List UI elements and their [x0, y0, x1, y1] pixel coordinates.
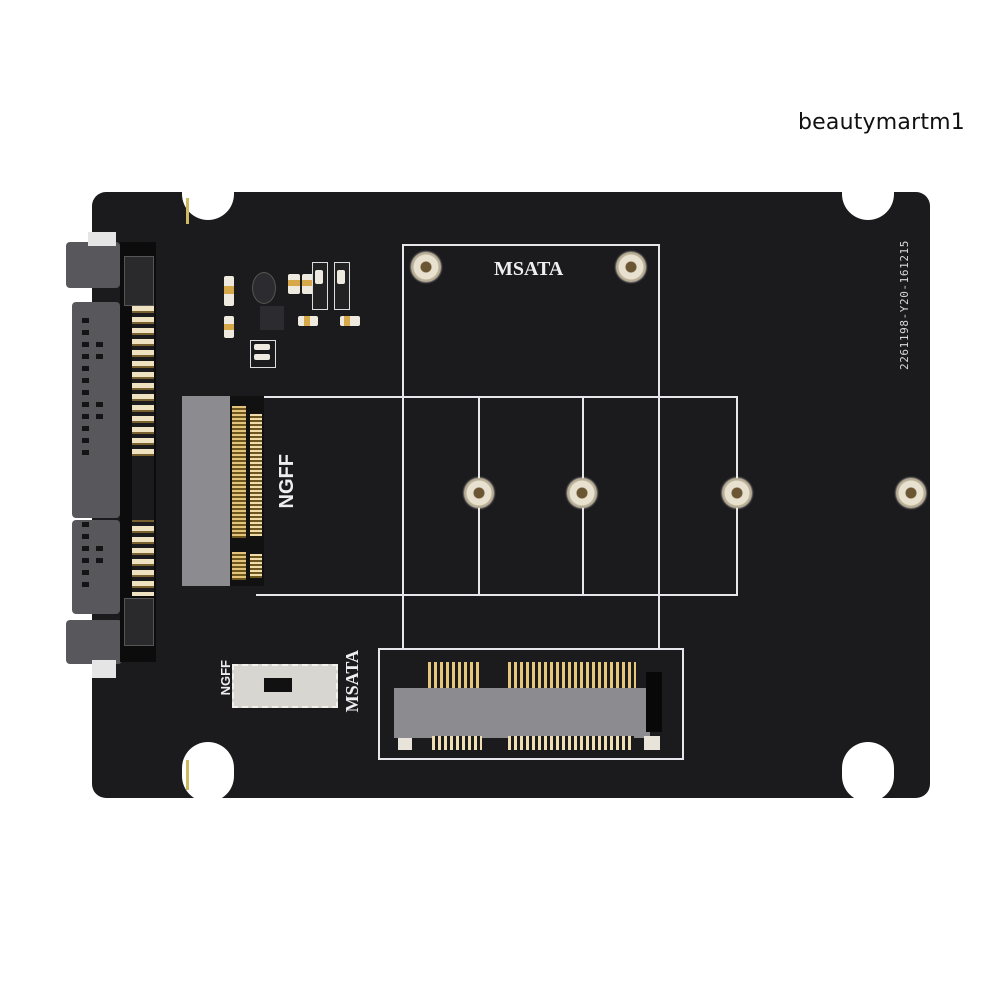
msata-connector-outline	[378, 648, 684, 760]
sata-pins-gap	[132, 460, 154, 520]
ngff-connector	[182, 392, 266, 590]
switch-label-ngff: NGFF	[218, 660, 233, 696]
sata-pins	[132, 306, 154, 596]
watermark-text: beautymartm1	[798, 110, 965, 135]
ngff-outline	[256, 396, 738, 596]
standoff-ngff-2260	[567, 478, 597, 508]
serial-number: 2261198-Y20-161215	[898, 240, 911, 371]
standoff-msata-left	[411, 252, 441, 282]
sata-holes	[82, 318, 112, 488]
switch-label-msata: MSATA	[342, 650, 362, 713]
mounting-notch-top-right	[842, 160, 894, 220]
mode-switch[interactable]	[232, 664, 338, 708]
standoff-msata-right	[616, 252, 646, 282]
ngff-label: NGFF	[276, 454, 298, 509]
gold-edge-left-bottom	[186, 760, 189, 790]
smd-components	[220, 240, 370, 370]
msata-outline	[402, 244, 660, 650]
switch-slider[interactable]	[264, 678, 292, 692]
msata-label-top: MSATA	[494, 258, 564, 280]
mounting-notch-bottom-right	[842, 742, 894, 802]
sata-holes-power	[82, 522, 112, 602]
standoff-board-right	[896, 478, 926, 508]
msata-connector	[392, 656, 670, 752]
standoff-ngff-2280	[722, 478, 752, 508]
mounting-notch-top-left	[182, 160, 234, 220]
mounting-notch-bottom-left	[182, 742, 234, 802]
gold-edge-left	[186, 198, 189, 224]
standoff-ngff-2242	[464, 478, 494, 508]
